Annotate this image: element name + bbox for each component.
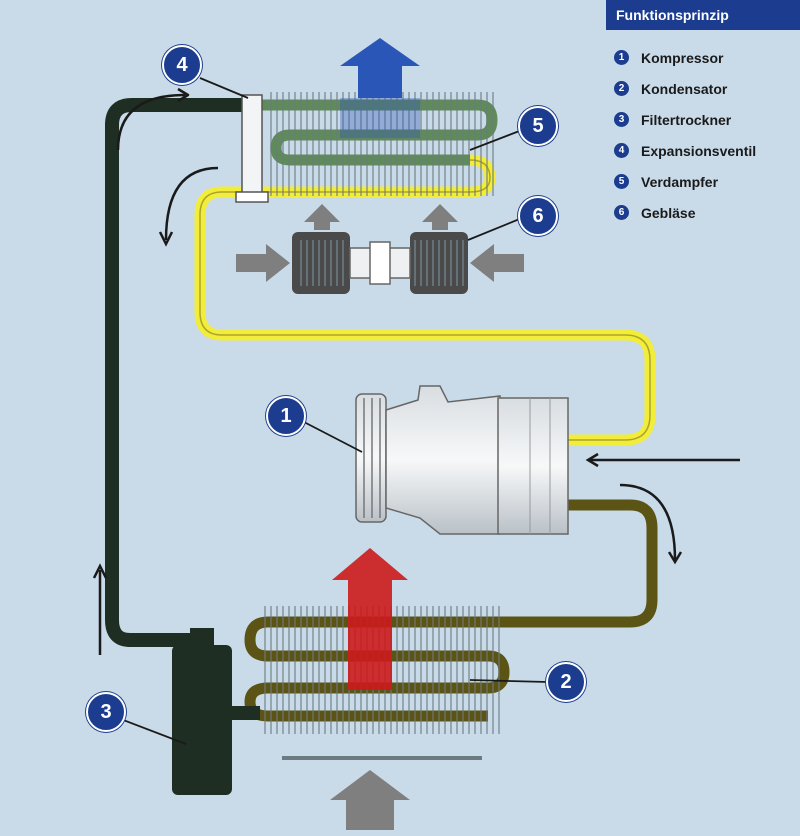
hot-air-arrow (332, 548, 408, 690)
legend-number-badge: 2 (614, 81, 629, 96)
callout-1-compressor: 1 (266, 396, 306, 436)
callout-3-filter-dryer: 3 (86, 692, 126, 732)
legend-item: 4 Expansionsventil (614, 135, 800, 166)
legend-list: 1 Kompressor 2 Kondensator 3 Filtertrock… (606, 30, 800, 228)
legend-item-label: Expansionsventil (641, 142, 757, 159)
legend-item-label: Kompressor (641, 49, 724, 66)
legend-number-badge: 1 (614, 50, 629, 65)
legend-item: 5 Verdampfer (614, 166, 800, 197)
blower (292, 232, 468, 294)
legend-number-badge: 5 (614, 174, 629, 189)
legend-item: 6 Gebläse (614, 197, 800, 228)
legend-item: 3 Filtertrockner (614, 104, 800, 135)
legend-number-badge: 3 (614, 112, 629, 127)
legend-item-label: Gebläse (641, 204, 696, 221)
return-pipe-dark (105, 98, 252, 647)
callout-2-condenser: 2 (546, 662, 586, 702)
evaporator-fins (268, 92, 496, 196)
blower-air-right-arrow (470, 244, 524, 282)
legend-item-label: Verdampfer (641, 173, 719, 190)
legend-item-label: Filtertrockner (641, 111, 732, 128)
cold-air-arrow (340, 38, 420, 98)
compressor (355, 385, 569, 535)
legend-number-badge: 6 (614, 205, 629, 220)
legend-number-badge: 4 (614, 143, 629, 158)
legend-item: 2 Kondensator (614, 73, 800, 104)
flow-arrows (92, 87, 740, 655)
callout-4-expansion-valve: 4 (162, 45, 202, 85)
expansion-valve (235, 94, 269, 203)
legend-panel: Funktionsprinzip 1 Kompressor 2 Kondensa… (606, 0, 800, 230)
legend-item-label: Kondensator (641, 80, 728, 97)
callout-6-blower: 6 (518, 196, 558, 236)
legend-item: 1 Kompressor (614, 42, 800, 73)
legend-title: Funktionsprinzip (606, 0, 800, 30)
blower-air-left-arrow (236, 244, 290, 282)
callout-leaders (117, 77, 549, 745)
incoming-air-arrow (330, 770, 410, 830)
callout-5-evaporator: 5 (518, 106, 558, 146)
filter-dryer (172, 628, 260, 795)
